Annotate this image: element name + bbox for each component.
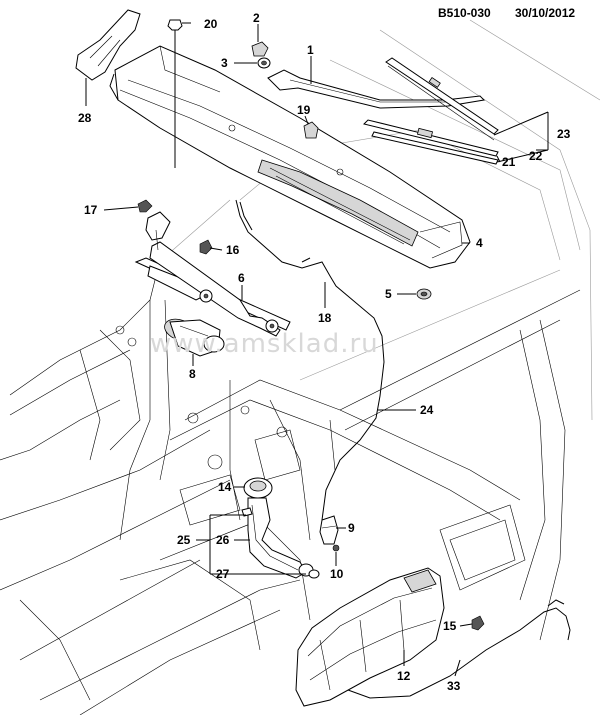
- callout-28: 28: [78, 111, 92, 125]
- part-20-clip: [167, 19, 183, 38]
- callout-4: 4: [476, 236, 483, 250]
- part-16-bolt: [199, 239, 213, 255]
- part-21-23-wiper-blades: [363, 57, 499, 165]
- part-19-grommet: [303, 121, 319, 139]
- part-9-washer-pump: [319, 515, 339, 545]
- callout-20: 20: [204, 17, 218, 31]
- callout-14: 14: [218, 480, 232, 494]
- part-3-nut: [257, 57, 271, 69]
- callout-10: 10: [330, 567, 344, 581]
- callout-15: 15: [443, 619, 457, 633]
- part-1-wiper-arm: [267, 69, 486, 109]
- part-18-24-washer-hose: [235, 199, 385, 521]
- callout-33: 33: [447, 679, 461, 693]
- part-27-clamp: [298, 563, 320, 579]
- part-12-washer-reservoir: [295, 567, 445, 707]
- part-6-wiper-linkage: [134, 211, 291, 337]
- part-26-filler-neck: [241, 497, 307, 579]
- callout-27: 27: [216, 567, 230, 581]
- part-15-bolt: [471, 615, 485, 631]
- part-10-grommet: [332, 544, 340, 552]
- part-8-wiper-motor: [164, 318, 225, 357]
- diagram-code: B510-030: [438, 6, 491, 20]
- part-33-washer-hose: [347, 599, 571, 699]
- callout-5: 5: [385, 287, 392, 301]
- callout-labels: 20 2 3 1 28 19 23 22 21 17 16 4 6 5 18 8…: [78, 11, 571, 693]
- part-4-cowl-panel: [109, 45, 471, 269]
- part-2-nut-cap: [251, 41, 269, 57]
- diagram-date: 30/10/2012: [515, 6, 576, 20]
- callout-21: 21: [502, 155, 516, 169]
- callout-1: 1: [307, 43, 314, 57]
- callout-6: 6: [238, 271, 245, 285]
- part-28-cowl-side-bracket: [75, 9, 141, 81]
- part-14-filler-cap: [243, 477, 273, 499]
- part-17-bolt: [137, 199, 153, 213]
- callout-19: 19: [297, 103, 311, 117]
- callout-8: 8: [189, 367, 196, 381]
- part-5-grommet: [416, 288, 432, 300]
- callout-22: 22: [529, 149, 543, 163]
- callout-16: 16: [226, 243, 240, 257]
- callout-3: 3: [221, 56, 228, 70]
- callout-17: 17: [84, 203, 98, 217]
- callout-2: 2: [253, 11, 260, 25]
- callout-12: 12: [397, 669, 411, 683]
- callout-18: 18: [318, 311, 332, 325]
- callout-24: 24: [420, 403, 434, 417]
- callout-9: 9: [348, 521, 355, 535]
- leader-lines: [85, 22, 549, 677]
- callout-23: 23: [557, 127, 571, 141]
- watermark-text: www.amsklad.ru: [150, 329, 379, 359]
- callout-25: 25: [177, 533, 191, 547]
- callout-26: 26: [216, 533, 230, 547]
